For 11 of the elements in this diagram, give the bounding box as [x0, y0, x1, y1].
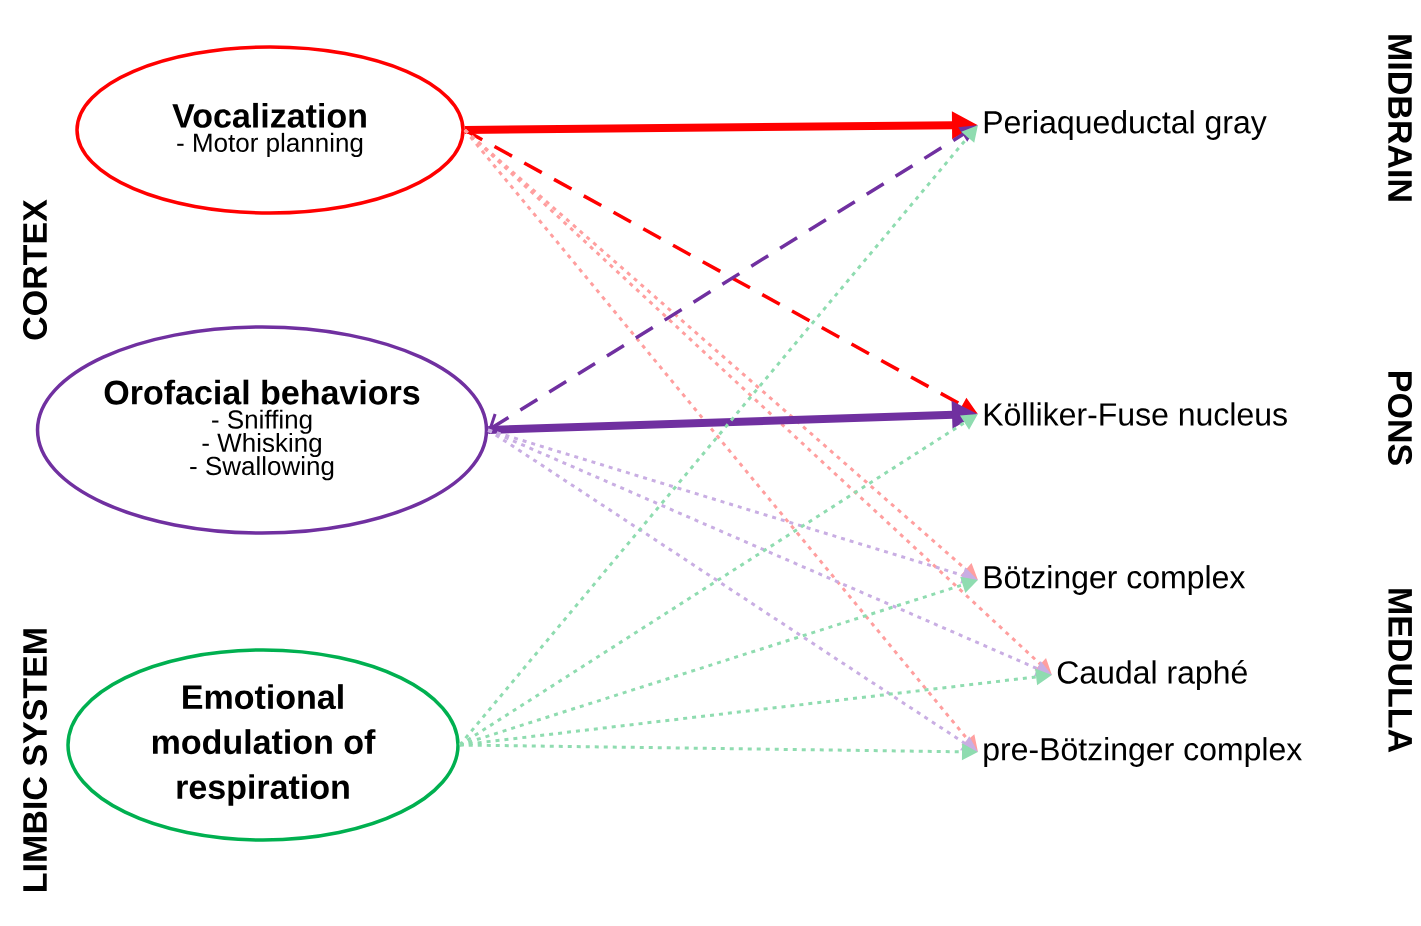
- region-label: Periaqueductal gray: [984, 110, 1267, 140]
- region-label: LIMBIC SYSTEM: [22, 629, 48, 891]
- region-label: MIDBRAIN: [1388, 35, 1412, 201]
- region-label: pre-Bötzinger complex: [984, 737, 1302, 767]
- region-label: Bötzinger complex: [984, 565, 1246, 595]
- ellipse-node: Emotional modulation of respiration: [66, 648, 460, 842]
- region-label: MEDULLA: [1388, 589, 1412, 753]
- region-label: PONS: [1388, 372, 1413, 465]
- ellipse-node: Vocalization - Motor planning: [75, 45, 465, 215]
- region-label: Caudal raphé: [1057, 659, 1247, 691]
- region-label: Kölliker-Fuse nucleus: [984, 402, 1287, 426]
